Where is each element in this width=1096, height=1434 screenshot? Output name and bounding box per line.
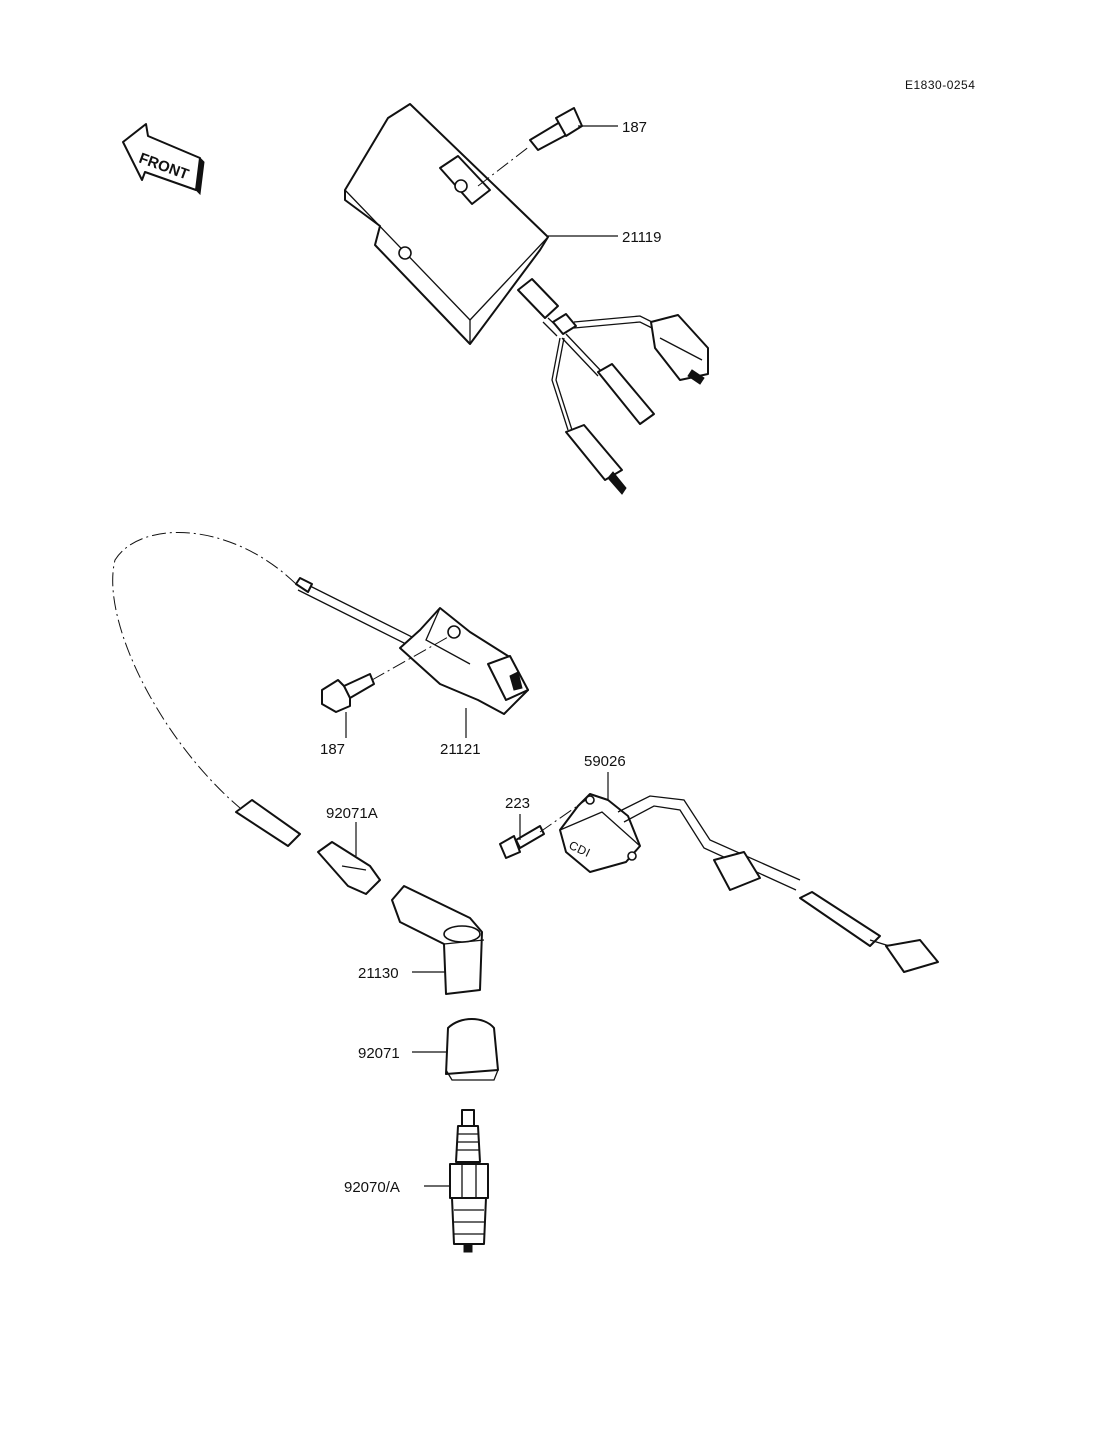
cdi-unit — [344, 103, 709, 495]
leader-lines — [345, 125, 618, 1187]
ignition-coil — [112, 531, 529, 809]
callout-pickup-coil: 59026 — [584, 753, 626, 770]
callout-spark-plug: 92070/A — [344, 1179, 400, 1196]
plug-cap — [391, 885, 485, 995]
callout-cdi-unit: 21119 — [622, 229, 662, 246]
plug-boot — [445, 1018, 499, 1081]
spark-plug — [449, 1109, 489, 1253]
bolt-coil — [321, 673, 375, 713]
callout-bolt-coil: 187 — [320, 741, 345, 758]
pickup-coil: CDI — [559, 793, 939, 973]
diagram-code: E1830-0254 — [905, 78, 975, 92]
callout-bolt-top: 187 — [622, 119, 647, 136]
screw — [499, 799, 587, 859]
callout-plug-boot: 92071 — [358, 1045, 400, 1062]
callout-screw: 223 — [505, 795, 530, 812]
bolt-top — [477, 107, 583, 187]
callout-ignition-coil: 21121 — [440, 741, 481, 758]
front-arrow-icon: FRONT — [122, 123, 205, 196]
callout-cap-seal: 92071A — [326, 805, 378, 822]
cap-seal — [317, 841, 381, 895]
callout-plug-cap: 21130 — [358, 965, 399, 982]
lead-end — [235, 799, 301, 847]
